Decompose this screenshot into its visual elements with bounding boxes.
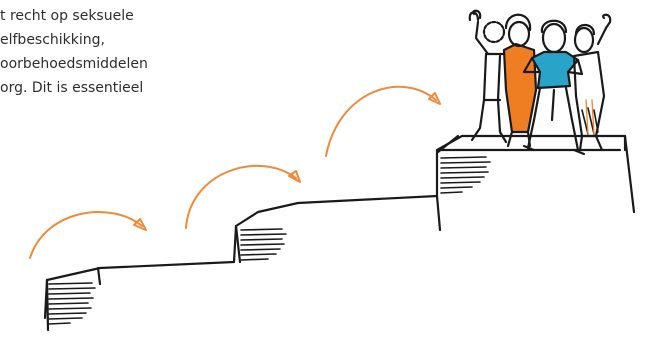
raised-hand xyxy=(468,11,480,22)
body-text-line: org. Dit is essentieel xyxy=(0,80,144,96)
curved-arrow-icon xyxy=(325,85,441,157)
platform-hatching xyxy=(581,107,599,135)
celebrating-people xyxy=(468,9,612,156)
curved-arrow-icon xyxy=(29,211,147,259)
person-right xyxy=(572,13,612,152)
curved-arrow-icon xyxy=(185,164,301,229)
body-text-line: oorbehoedsmiddelen xyxy=(0,56,148,72)
body-text: t recht op seksuele elfbeschikking, oorb… xyxy=(0,4,210,100)
step-hatching-3 xyxy=(440,156,491,194)
person-blue xyxy=(522,19,586,156)
body-text-line: elfbeschikking, xyxy=(0,32,105,48)
step-hatching-1 xyxy=(48,282,96,325)
step-hatching-2 xyxy=(240,228,287,261)
person-left xyxy=(470,9,508,144)
body-text-line: t recht op seksuele xyxy=(0,8,134,24)
staircase xyxy=(43,134,636,332)
person-orange xyxy=(502,13,538,148)
